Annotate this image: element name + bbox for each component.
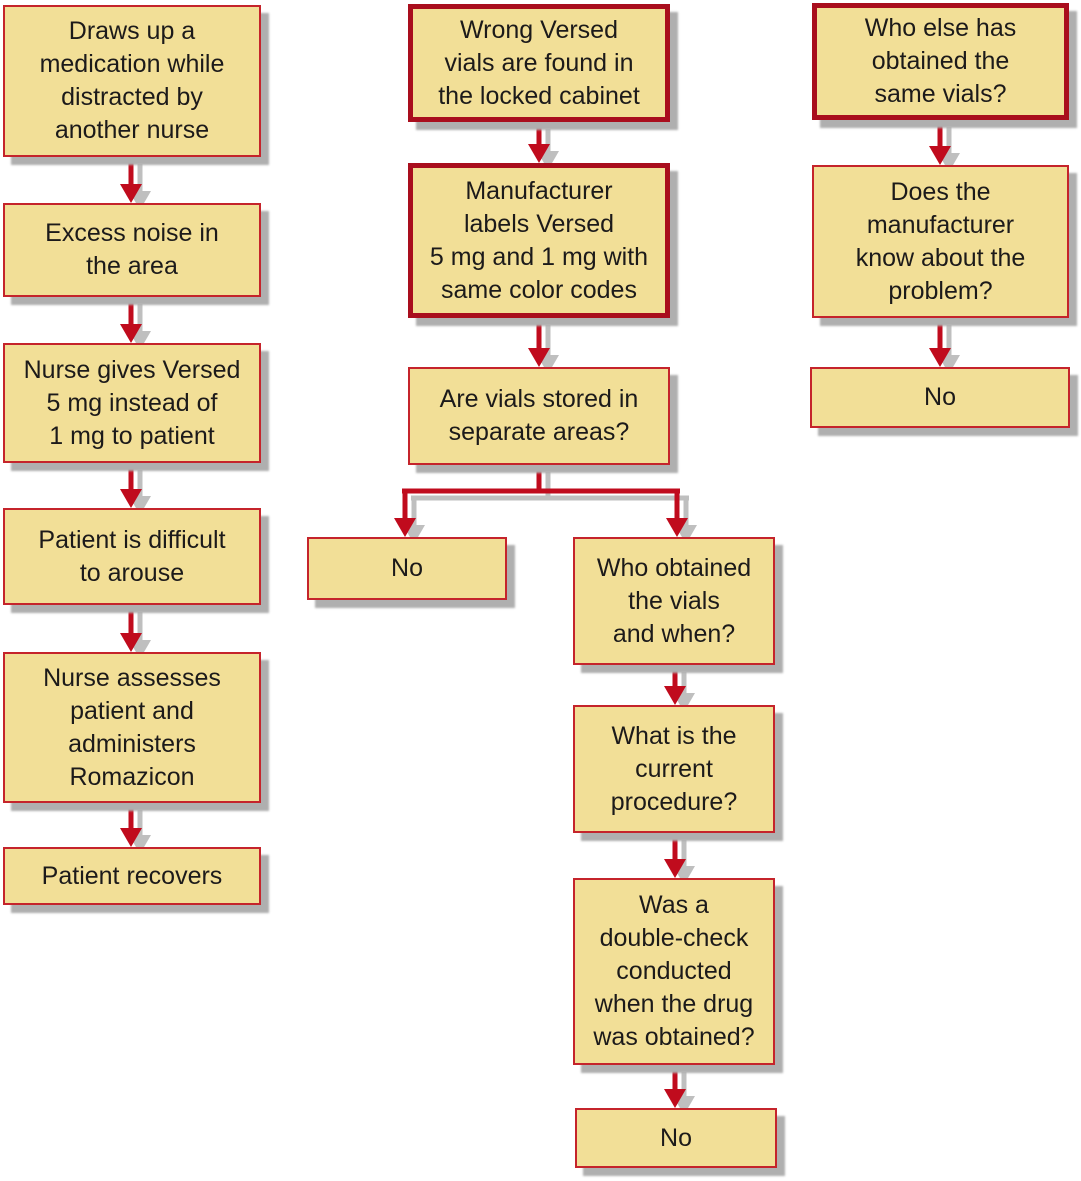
node-who-obtained-vials: Who obtained the vials and when? [573, 537, 775, 665]
node-text: Who obtained the vials and when? [596, 553, 752, 648]
node-manufacturer-know-question: Does the manufacturer know about the pro… [812, 165, 1069, 318]
node-text: Patient is difficult to arouse [38, 525, 226, 587]
node-manufacturer-labels: Manufacturer labels Versed 5 mg and 1 mg… [408, 163, 670, 318]
node-nurse-assesses-romazicon: Nurse assesses patient and administers R… [3, 652, 261, 803]
node-text: No [660, 1123, 692, 1152]
node-who-else-obtained: Who else has obtained the same vials? [812, 3, 1069, 120]
node-excess-noise: Excess noise in the area [3, 203, 261, 297]
node-current-procedure-question: What is the current procedure? [573, 705, 775, 833]
node-text: Nurse assesses patient and administers R… [43, 663, 221, 791]
node-nurse-gives-versed: Nurse gives Versed 5 mg instead of 1 mg … [3, 343, 261, 463]
node-wrong-vials-found: Wrong Versed vials are found in the lock… [408, 4, 670, 122]
node-text: Does the manufacturer know about the pro… [855, 177, 1026, 305]
node-text: No [391, 554, 423, 582]
node-text: Are vials stored in separate areas? [439, 385, 639, 446]
node-text: What is the current procedure? [610, 721, 738, 816]
node-text: Who else has obtained the same vials? [864, 14, 1017, 108]
node-vials-stored-question: Are vials stored in separate areas? [408, 367, 670, 465]
node-double-check-question: Was a double-check conducted when the dr… [573, 878, 775, 1065]
node-text: No [924, 383, 956, 411]
node-text: Excess noise in the area [45, 219, 219, 280]
node-no-double-check: No [575, 1108, 777, 1168]
node-patient-recovers: Patient recovers [3, 847, 261, 905]
node-text: Nurse gives Versed 5 mg instead of 1 mg … [23, 355, 241, 450]
node-text: Draws up a medication while distracted b… [39, 17, 225, 144]
node-no-separate-storage: No [307, 537, 507, 600]
node-patient-difficult-arouse: Patient is difficult to arouse [3, 508, 261, 605]
node-draws-up-medication: Draws up a medication while distracted b… [3, 5, 261, 157]
node-no-manufacturer-unaware: No [810, 367, 1070, 428]
node-text: Patient recovers [41, 861, 223, 890]
node-text: Manufacturer labels Versed 5 mg and 1 mg… [429, 176, 649, 304]
node-text: Was a double-check conducted when the dr… [593, 891, 755, 1051]
node-text: Wrong Versed vials are found in the lock… [438, 15, 640, 110]
